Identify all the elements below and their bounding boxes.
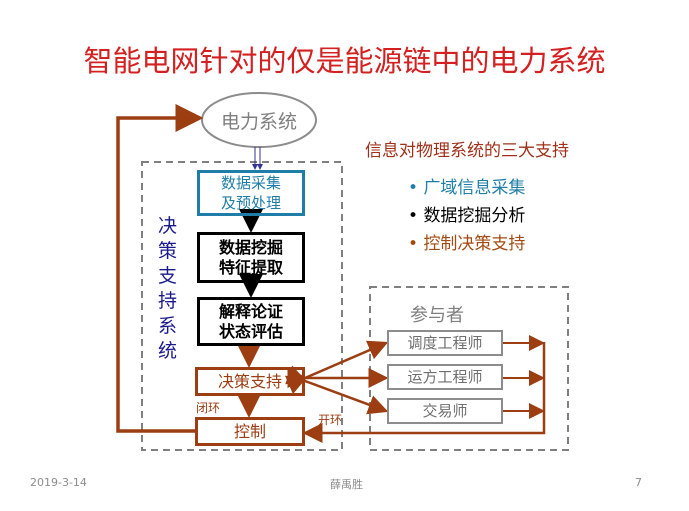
box-line: 状态评估 bbox=[218, 321, 283, 341]
box-line: 解释论证 bbox=[218, 301, 283, 321]
box-line: 数据采集 bbox=[220, 174, 281, 192]
slide-title: 智能电网针对的仅是能源链中的电力系统 bbox=[83, 44, 606, 78]
footer-author: 薛禹胜 bbox=[330, 478, 363, 491]
page-number: 7 bbox=[635, 476, 642, 489]
participants-heading: 参与者 bbox=[410, 305, 464, 326]
footer-date: 2019-3-14 bbox=[30, 476, 87, 489]
power-system-label: 电力系统 bbox=[220, 111, 297, 133]
support-heading: 信息对物理系统的三大支持 bbox=[365, 141, 569, 161]
data-mining-box: 数据挖掘特征提取 bbox=[197, 232, 305, 283]
interpretation-box: 解释论证状态评估 bbox=[197, 297, 305, 346]
support-item-text: 广域信息采集 bbox=[423, 178, 526, 198]
support-item: • 控制决策支持 bbox=[408, 234, 526, 254]
participant-operations-engineer: 运方工程师 bbox=[387, 364, 503, 390]
participant-trader: 交易师 bbox=[387, 398, 503, 424]
support-item: • 数据挖掘分析 bbox=[408, 206, 526, 226]
box-line: 特征提取 bbox=[218, 257, 283, 277]
box-line: 及预处理 bbox=[220, 194, 281, 212]
dss-vertical-label: 决策支持系统 bbox=[158, 215, 178, 362]
dss-dashed-frame bbox=[141, 161, 343, 451]
closed-loop-label: 闭环 bbox=[196, 401, 221, 415]
control-box: 控制 bbox=[195, 417, 305, 446]
support-item-text: 控制决策支持 bbox=[423, 234, 526, 254]
support-list: • 广域信息采集 • 数据挖掘分析 • 控制决策支持 bbox=[408, 174, 525, 258]
data-collection-box: 数据采集及预处理 bbox=[197, 170, 305, 216]
support-item: • 广域信息采集 bbox=[408, 178, 526, 198]
participant-dispatcher: 调度工程师 bbox=[387, 330, 503, 356]
box-line: 数据挖掘 bbox=[218, 237, 283, 257]
decision-support-box: 决策支持 bbox=[195, 367, 305, 396]
open-loop-label: 开环 bbox=[318, 413, 343, 427]
support-item-text: 数据挖掘分析 bbox=[423, 206, 526, 226]
